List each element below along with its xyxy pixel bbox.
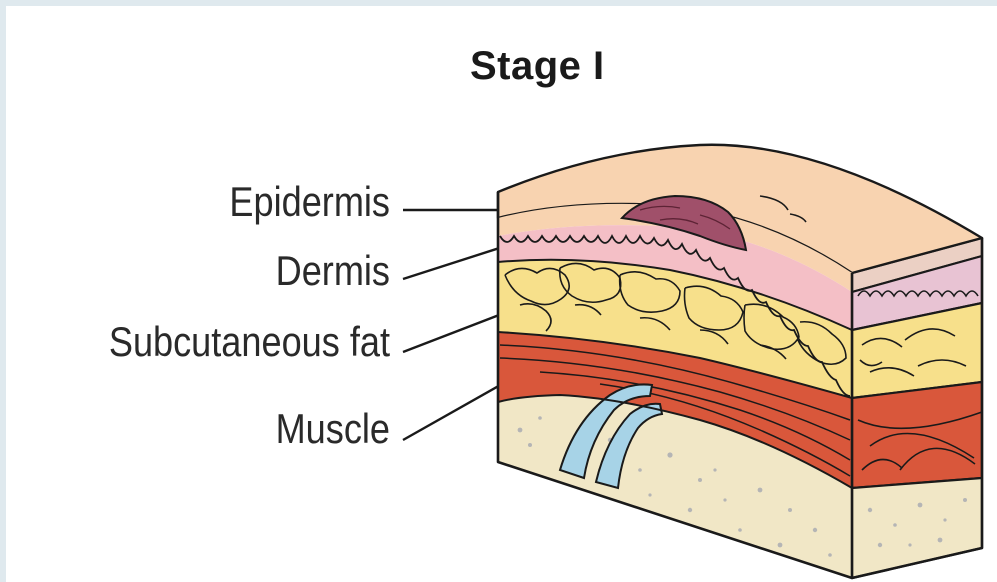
side-muscle: [852, 382, 982, 488]
